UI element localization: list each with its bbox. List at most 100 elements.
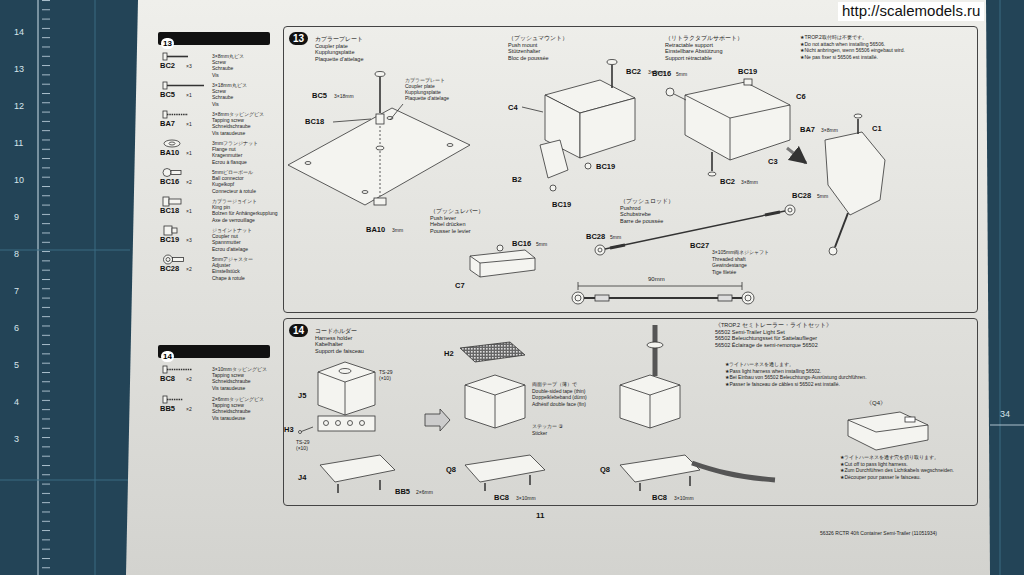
label-text: Chape à rotule	[212, 276, 245, 282]
label-text: （リトラクタブルサポート）	[665, 35, 743, 41]
label-text: Plaquette d'attelage	[405, 96, 449, 102]
label-text-wrap: Axe de verrouillage	[212, 218, 255, 224]
label-text: Support de faisceau	[315, 348, 364, 354]
label-text-wrap: Chape à rotule	[212, 276, 245, 282]
ruler-number: 14	[14, 28, 24, 38]
label-text: 2×6mm	[416, 490, 433, 496]
label-text: Tapping screw	[212, 118, 244, 124]
label-text: Stützenhalter	[508, 48, 540, 54]
step-header-bar: 13	[158, 32, 270, 45]
paper-sheet	[126, 0, 990, 575]
label-text: ★Nicht anbringen, wenn 56506 eingebaut w…	[800, 48, 905, 54]
label-text-wrap: Pushrod	[620, 205, 641, 211]
label-text: Schraube	[212, 66, 233, 72]
label-text-wrap: （リトラクタブルサポート）	[665, 35, 743, 41]
part-number: BB5	[160, 405, 175, 413]
label-text-wrap: Barre de poussée	[620, 218, 663, 224]
label-text-wrap: Plaquette d'attelage	[405, 96, 449, 102]
part-number: C6	[796, 93, 806, 101]
label-text: 3×8mm	[821, 128, 838, 134]
label-text: Kupplungsplatte	[405, 90, 441, 96]
part-number: BC18	[305, 118, 324, 126]
label-text: Harness holder	[315, 335, 352, 341]
label-text-wrap: ×1	[186, 209, 192, 215]
part-number: BC19	[552, 201, 571, 209]
label-text-wrap: 56502 Semi-Trailer Light Set	[715, 329, 785, 335]
ruler-number-wrap: 5	[14, 361, 19, 371]
label-text: (×10)	[296, 446, 308, 452]
ruler-number-wrap: 14	[14, 28, 24, 38]
label-text: ×2	[186, 267, 192, 273]
label-text: Kupplungsplatte	[315, 49, 354, 55]
label-text: 90mm	[648, 276, 665, 283]
part-number-wrap: BC8	[160, 375, 175, 383]
label-text: カプラージョイント	[212, 199, 257, 205]
label-text: Axe de verrouillage	[212, 218, 255, 224]
watermark-wrap: http://scalemodels.ru	[838, 2, 984, 21]
part-number: BC27	[690, 242, 709, 250]
label-text: Schraube	[212, 95, 233, 101]
part-number: BC16	[512, 240, 531, 248]
label-text: 両面テープ（薄）で	[532, 382, 577, 388]
part-number: J4	[298, 474, 306, 482]
label-text: 5mmアジャスター	[212, 257, 253, 263]
part-number-wrap: BC2	[626, 68, 641, 76]
label-text-wrap: Schneidschraube	[212, 124, 251, 130]
step-number: 13	[289, 32, 308, 45]
step-number: 14	[289, 324, 308, 337]
label-text: ★Passer le faisceau de câbles si 56502 e…	[725, 382, 840, 388]
label-text-wrap: 2×6mmタッピングビス	[212, 397, 264, 403]
label-text: TS-29	[296, 440, 310, 446]
label-text-wrap: 両面テープ（薄）で	[532, 382, 577, 388]
part-number-wrap: BB5	[160, 405, 175, 413]
part-number: BC28	[160, 265, 179, 273]
label-text-wrap: ★Cut off to pass light harness.	[840, 462, 908, 468]
label-text-wrap: Schraube	[212, 66, 233, 72]
label-text-wrap: カプラープレート	[315, 36, 363, 42]
part-number: BC19	[160, 236, 179, 244]
label-text: Tapping screw	[212, 403, 244, 409]
ruler-number-wrap: 7	[14, 287, 19, 297]
label-text: Vis	[212, 73, 219, 79]
label-text-wrap: ★Découper pour passer le faisceau.	[840, 475, 921, 481]
part-number-wrap: J4	[298, 474, 306, 482]
label-text: Hebel drücken	[430, 221, 465, 227]
label-text: ジョイントナット	[212, 228, 252, 234]
label-text-wrap: ★ライトハーネスを通す穴を切り取ります。	[840, 455, 939, 461]
label-text-wrap: Plaquette d'attelage	[315, 56, 363, 62]
ruler-number-wrap: 11	[14, 139, 23, 149]
label-text-wrap: TS-29	[379, 370, 393, 376]
label-text-wrap: Kupplungsplatte	[315, 49, 354, 55]
part-number: BC16	[160, 178, 179, 186]
label-text: Support rétractable	[665, 55, 712, 61]
label-text-wrap: ×2	[186, 267, 192, 273]
label-text-wrap: Kragenmutter	[212, 153, 242, 159]
part-number-wrap: BA10	[366, 226, 385, 234]
part-number-wrap: BC2	[720, 178, 735, 186]
part-number: BC19	[738, 68, 757, 76]
label-text: 3×8mm	[741, 180, 758, 186]
label-text-wrap: （プッシュレバー）	[430, 208, 484, 214]
label-text: 3×18mm	[334, 94, 354, 100]
ruler-number-wrap: 4	[14, 398, 19, 408]
label-text: Pushrod	[620, 205, 641, 211]
label-text-wrap: Tapping screw	[212, 118, 244, 124]
label-text-wrap: Vis taraudeuse	[212, 416, 245, 422]
label-text-wrap: King pin	[212, 205, 230, 211]
label-text: カプラープレート	[405, 78, 445, 84]
label-text: ★ライトハーネスを通します。	[725, 362, 794, 368]
label-text-wrap: ×1	[186, 122, 192, 128]
label-text-wrap: ×1	[186, 151, 192, 157]
label-text-wrap: Coupler plate	[315, 43, 348, 49]
label-text: 《TROP.2 セミトレーラー・ライトセット》	[715, 322, 832, 328]
label-text: Einstellbare Abstützung	[665, 48, 722, 54]
ruler-number: 34	[1000, 410, 1010, 420]
label-text: Kugelkopf	[212, 182, 234, 188]
label-text: Double-sided tape (thin)	[532, 389, 585, 395]
label-text-wrap: 2×6mm	[416, 490, 433, 496]
label-text: Coupler plate	[315, 43, 348, 49]
label-text-wrap: 《Q4》	[866, 400, 886, 407]
label-text: King pin	[212, 205, 230, 211]
label-text-wrap: Schraube	[212, 95, 233, 101]
